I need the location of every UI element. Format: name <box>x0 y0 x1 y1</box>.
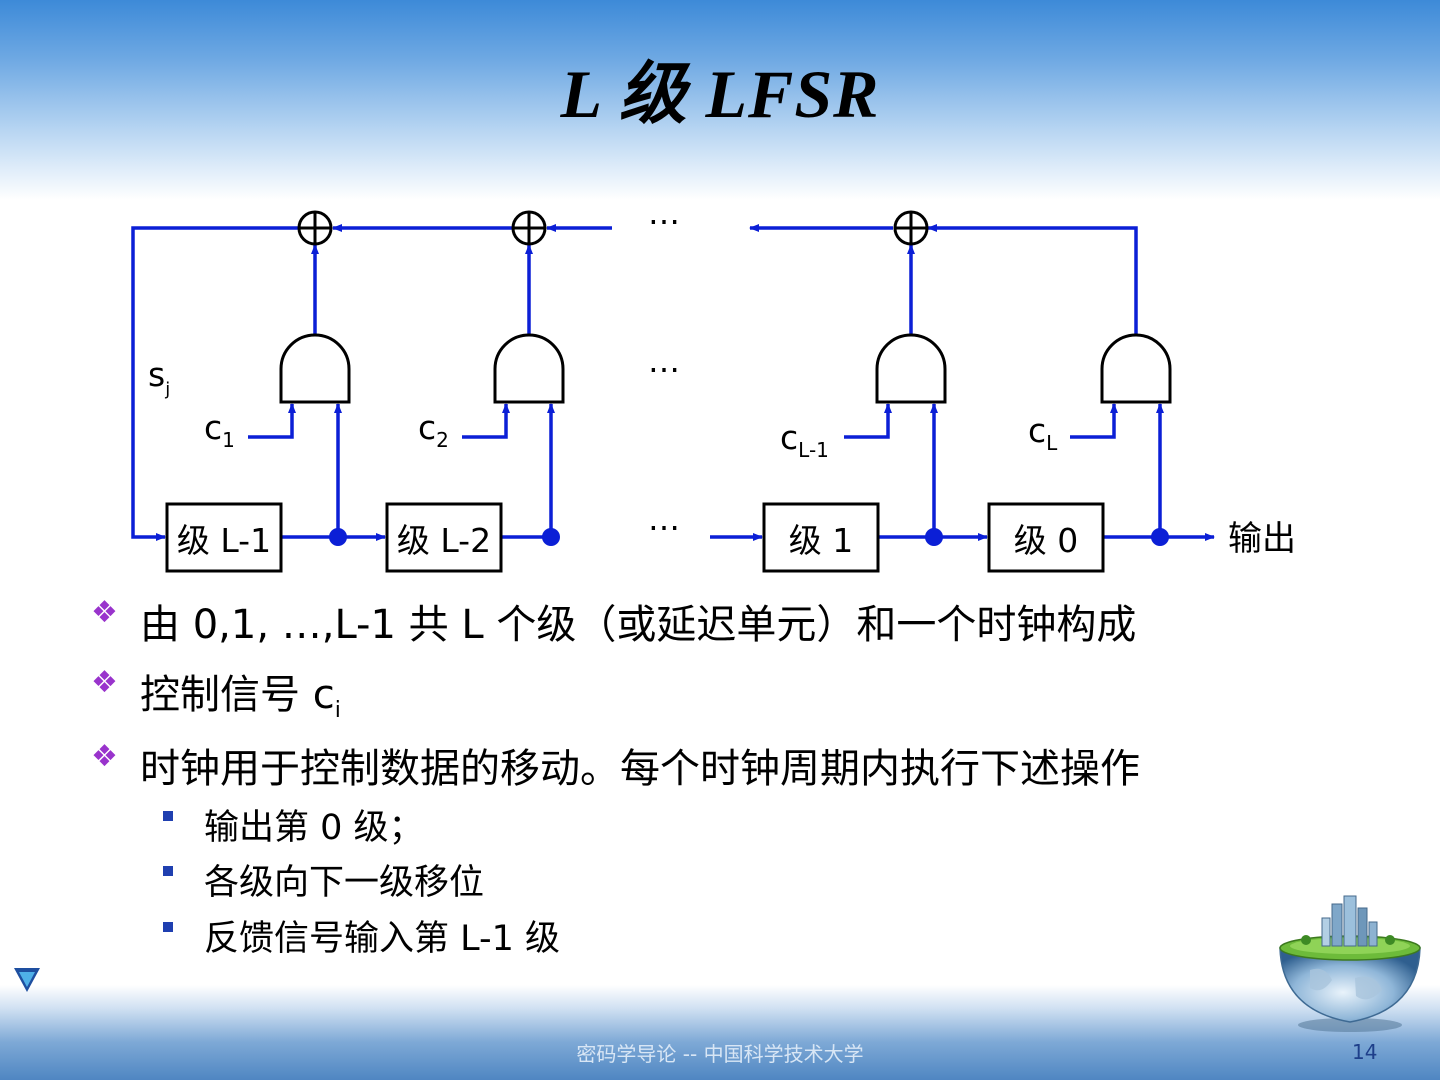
and-gate <box>875 333 947 404</box>
lfsr-diagram: 级 L-1 级 L-2 级 1 级 0 … … … sj c1 c2 cL-1 … <box>131 194 1296 573</box>
slide-title: L 级 LFSR <box>560 56 880 132</box>
xor-gate <box>297 210 333 246</box>
control-label: c2 <box>418 408 449 452</box>
ellipsis: … <box>648 194 680 232</box>
wire-c1 <box>248 403 296 439</box>
header-background <box>0 0 1440 200</box>
diamond-bullet-icon: ❖ <box>91 595 118 630</box>
and-gate <box>493 333 565 404</box>
junction-dot <box>1151 528 1169 546</box>
control-label: cL <box>1028 411 1058 455</box>
ellipsis: … <box>648 342 680 380</box>
wire-cL <box>1070 403 1118 439</box>
diamond-bullet-icon: ❖ <box>91 739 118 774</box>
feedback-wire <box>131 226 299 541</box>
stage-box <box>165 502 283 573</box>
junction-dot <box>329 528 347 546</box>
globe-city-icon <box>1279 895 1421 1032</box>
xor-gate <box>511 210 547 246</box>
junction-dot <box>542 528 560 546</box>
wire-cL-1 <box>844 403 892 439</box>
square-bullet-icon <box>163 922 173 932</box>
wires <box>131 224 1215 541</box>
stage-label: 级 1 <box>789 521 854 560</box>
nav-arrow-inner <box>19 972 35 987</box>
bullet-item: 控制信号 ci <box>140 672 341 723</box>
square-bullet-icon <box>163 811 173 821</box>
stage-box <box>987 502 1105 573</box>
control-label: cL-1 <box>780 418 829 462</box>
bullet-item: 时钟用于控制数据的移动。每个时钟周期内执行下述操作 <box>140 746 1140 792</box>
stage-label: 级 0 <box>1014 521 1079 560</box>
control-label: c1 <box>204 408 235 452</box>
footer-text: 密码学导论 -- 中国科学技术大学 <box>576 1042 864 1066</box>
footer-background <box>0 985 1440 1080</box>
sub-bullet-item: 输出第 0 级； <box>204 808 424 848</box>
sub-bullet-item: 反馈信号输入第 L-1 级 <box>204 919 561 959</box>
bullet-item: 由 0,1, …,L-1 共 L 个级（或延迟单元）和一个时钟构成 <box>140 602 1137 648</box>
page-number: 14 <box>1352 1040 1378 1064</box>
output-label: 输出 <box>1228 519 1296 559</box>
stage-label: 级 L-2 <box>397 521 491 560</box>
and-gate <box>279 333 351 404</box>
wire-c2 <box>462 403 510 439</box>
sub-bullet-item: 各级向下一级移位 <box>204 863 485 903</box>
xor-gate <box>893 210 929 246</box>
junction-dot <box>925 528 943 546</box>
stage-label: 级 L-1 <box>177 521 271 560</box>
stage-box <box>385 502 503 573</box>
stage-box <box>762 502 880 573</box>
wire-and4-to-xor3 <box>927 224 1138 334</box>
square-bullet-icon <box>163 866 173 876</box>
and-gate <box>1100 333 1172 404</box>
diamond-bullet-icon: ❖ <box>91 665 118 700</box>
ellipsis: … <box>648 500 680 538</box>
feedback-label: sj <box>148 355 170 400</box>
